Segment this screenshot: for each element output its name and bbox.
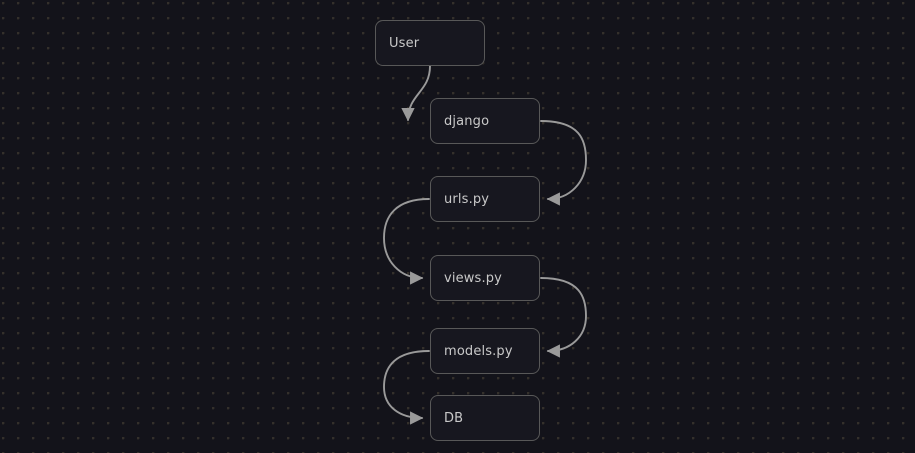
node-label-views: views.py <box>444 270 502 286</box>
node-models[interactable]: models.py <box>430 328 540 374</box>
node-user[interactable]: User <box>375 20 485 66</box>
node-views[interactable]: views.py <box>430 255 540 301</box>
edge-views-models <box>540 277 587 358</box>
node-django[interactable]: django <box>430 98 540 144</box>
edge-urls-views <box>383 198 430 285</box>
node-label-db: DB <box>444 410 464 426</box>
node-urls[interactable]: urls.py <box>430 176 540 222</box>
edge-user-django <box>401 65 431 122</box>
node-db[interactable]: DB <box>430 395 540 441</box>
node-label-user: User <box>389 35 420 51</box>
node-label-models: models.py <box>444 343 513 359</box>
edge-models-db <box>383 350 430 425</box>
edge-django-urls <box>540 120 587 206</box>
node-label-django: django <box>444 113 490 129</box>
node-label-urls: urls.py <box>444 191 490 207</box>
